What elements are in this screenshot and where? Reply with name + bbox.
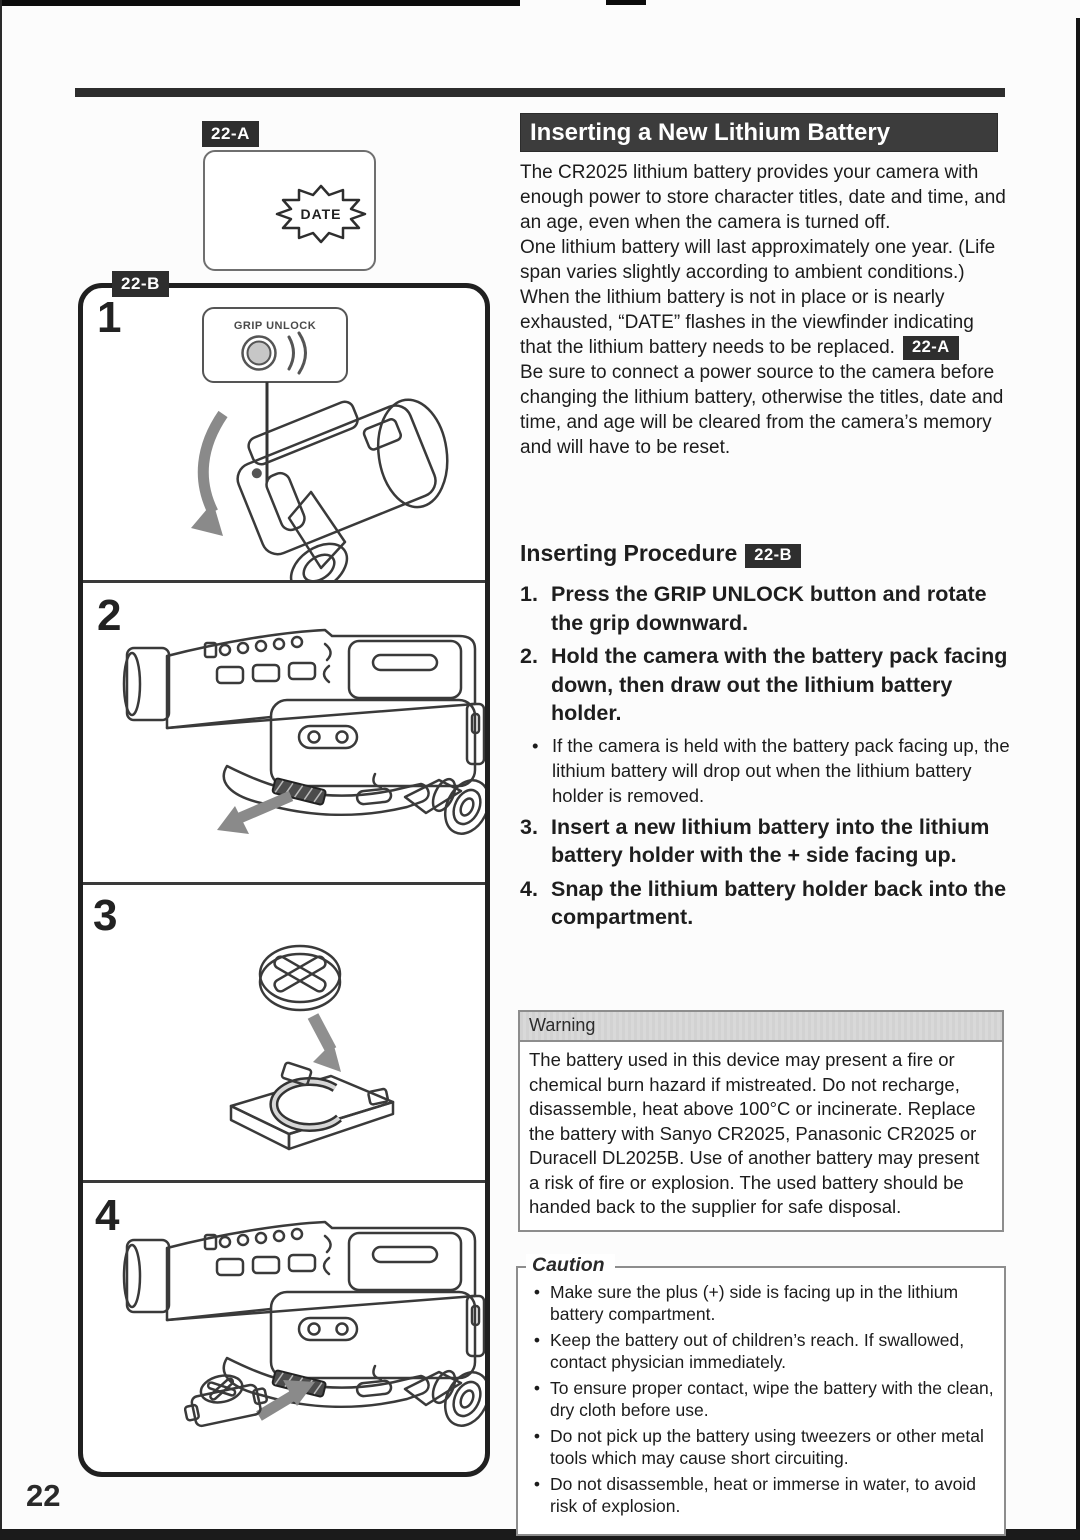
scan-edge-top: [0, 0, 520, 6]
section-title-bar: Inserting a New Lithium Battery: [520, 113, 998, 152]
procedure-step-1: 1. Press the GRIP UNLOCK button and rota…: [520, 580, 1012, 637]
holder-with-battery: [183, 1374, 268, 1428]
figure-label-22b: 22-B: [112, 271, 169, 297]
caution-item-text: Keep the battery out of children’s reach…: [550, 1330, 965, 1372]
viewfinder-figure: DATE: [203, 150, 376, 271]
caution-item: • Do not disassemble, heat or immerse in…: [524, 1474, 996, 1517]
figure-step-number-1: 1: [97, 293, 122, 342]
bullet: •: [533, 1426, 541, 1446]
camcorder-tilted: [236, 398, 449, 556]
caution-box: Caution • Make sure the plus (+) side is…: [516, 1254, 1006, 1536]
coin-battery: [258, 944, 342, 1012]
intro-paragraph: Be sure to connect a power source to the…: [520, 362, 1004, 458]
date-flash-icon: DATE: [275, 184, 367, 244]
procedure-heading: Inserting Procedure 22-B: [520, 540, 1010, 568]
snap-holder-back-illustration: [122, 1220, 485, 1435]
step-number: 3.: [520, 814, 538, 839]
figure-ref-badge-22b: 22-B: [745, 544, 802, 568]
figure-step-number-4: 4: [95, 1191, 120, 1240]
step-number: 2.: [520, 644, 538, 668]
procedure-step-4: 4. Snap the lithium battery holder back …: [520, 875, 1012, 932]
figure-step-number-3: 3: [93, 891, 118, 940]
bullet: •: [533, 1378, 541, 1398]
procedure-step-2-note: • If the camera is held with the battery…: [532, 733, 1012, 808]
intro-text: The CR2025 lithium battery provides your…: [520, 160, 1010, 460]
warning-box: Warning The battery used in this device …: [518, 1010, 1004, 1232]
coin-battery-illustration: [229, 944, 395, 1151]
caution-item-text: Do not pick up the battery using tweezer…: [550, 1426, 984, 1468]
caution-item: • To ensure proper contact, wipe the bat…: [524, 1378, 996, 1421]
intro-paragraph: The CR2025 lithium battery provides your…: [520, 162, 1006, 233]
grip-unlock-illustration: GRIP UNLOCK: [191, 307, 449, 580]
procedure-step-2: 2. Hold the camera with the battery pack…: [520, 642, 1012, 728]
warning-title: Warning: [520, 1012, 1002, 1042]
bullet: •: [533, 1474, 541, 1494]
intro-paragraph: One lithium battery will last approximat…: [520, 235, 1010, 360]
intro-paragraph-text: One lithium battery will last approximat…: [520, 237, 996, 358]
scan-edge-left: [0, 0, 2, 1540]
grip-unlock-text: GRIP UNLOCK: [234, 320, 316, 332]
figure-label-22a: 22-A: [202, 121, 259, 147]
panel-divider: [83, 580, 485, 583]
caution-item: • Make sure the plus (+) side is facing …: [524, 1282, 996, 1325]
caution-item: • Keep the battery out of children’s rea…: [524, 1330, 996, 1373]
step-number: 4.: [520, 876, 538, 901]
draw-out-holder-illustration: [122, 628, 485, 843]
panel-divider: [83, 882, 485, 885]
procedure-step-3: 3. Insert a new lithium battery into the…: [520, 813, 1012, 870]
caution-item-text: To ensure proper contact, wipe the batte…: [550, 1378, 994, 1420]
figure-step-number-2: 2: [97, 591, 122, 640]
warning-text: The battery used in this device may pres…: [529, 1049, 980, 1217]
bullet: •: [533, 1282, 541, 1302]
bullet: •: [532, 734, 539, 756]
caution-title: Caution: [526, 1254, 615, 1277]
date-flash-text: DATE: [300, 206, 341, 222]
step-text: Snap the lithium battery holder back int…: [551, 876, 1007, 930]
caution-item-text: Make sure the plus (+) side is facing up…: [550, 1282, 959, 1324]
caution-item-text: Do not disassemble, heat or immerse in w…: [550, 1474, 977, 1516]
caution-item: • Do not pick up the battery using tweez…: [524, 1426, 996, 1469]
bullet: •: [533, 1330, 541, 1350]
battery-holder: [229, 1061, 395, 1151]
panel-divider: [83, 1180, 485, 1183]
scan-edge-top-dash: [606, 0, 646, 5]
note-text: If the camera is held with the battery p…: [552, 734, 1010, 806]
procedure-figure-panel: 1 2 3 4: [78, 283, 490, 1477]
step-text: Hold the camera with the battery pack fa…: [551, 644, 1008, 725]
section-title: Inserting a New Lithium Battery: [530, 119, 891, 146]
step-number: 1.: [520, 582, 538, 606]
step-text: Press the GRIP UNLOCK button and rotate …: [551, 582, 987, 635]
page-number: 22: [26, 1478, 61, 1513]
procedure-heading-text: Inserting Procedure: [520, 540, 738, 566]
header-rule: [75, 88, 1005, 97]
scan-edge-right: [1076, 18, 1080, 1540]
figure-ref-badge-22a: 22-A: [902, 336, 959, 360]
procedure-steps: 1. Press the GRIP UNLOCK button and rota…: [520, 580, 1012, 937]
step-text: Insert a new lithium battery into the li…: [551, 814, 990, 868]
